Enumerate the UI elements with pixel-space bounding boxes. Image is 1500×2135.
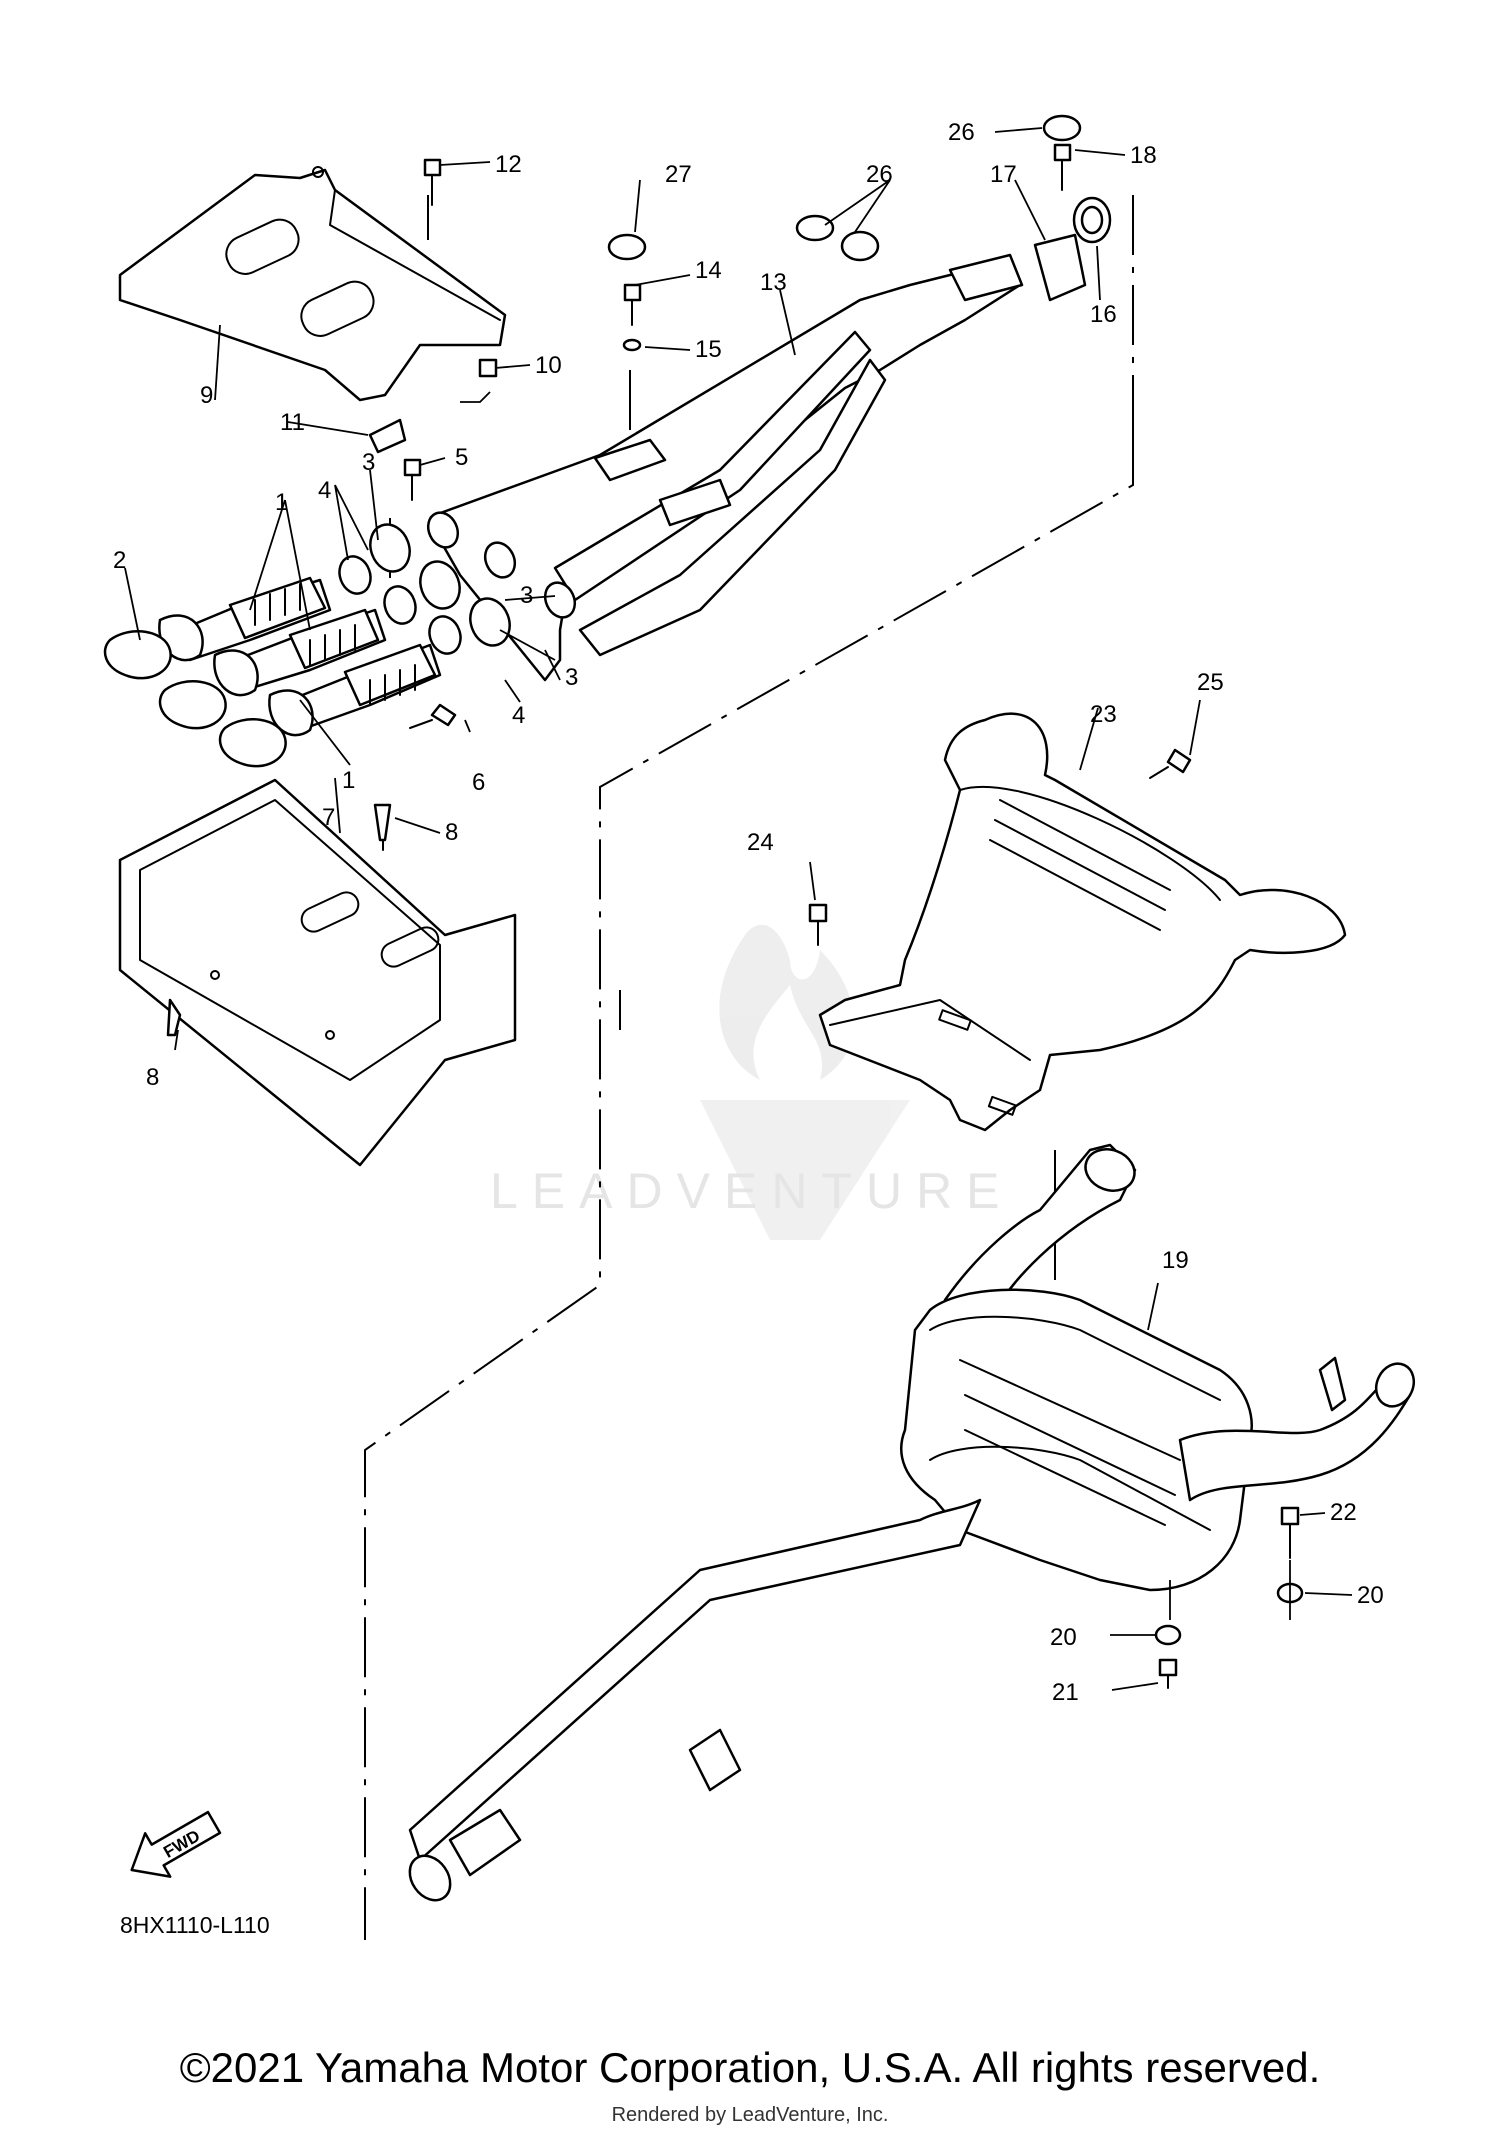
callout-27: 27 <box>665 161 692 188</box>
grommets-and-seals <box>607 114 1112 302</box>
muffler <box>408 1143 1416 1902</box>
clamps-and-rings <box>338 523 511 655</box>
leader-lines <box>124 127 1353 1691</box>
fwd-arrow-icon: FWD <box>130 1810 222 1878</box>
muffler-heat-shield <box>818 712 1347 1132</box>
callout-15: 15 <box>695 336 722 363</box>
callout-3-b: 3 <box>520 582 533 609</box>
diagram-code: 8HX1110-L110 <box>120 1912 270 1938</box>
callout-9: 9 <box>200 382 213 409</box>
callout-numbers: 1 1 2 3 3 3 4 4 5 6 7 8 8 9 10 11 12 13 … <box>113 119 1384 1706</box>
front-exhaust-pipe <box>426 253 1024 682</box>
callout-14: 14 <box>695 257 722 284</box>
callout-1-upper: 1 <box>275 489 288 516</box>
callout-16: 16 <box>1090 301 1117 328</box>
callout-25: 25 <box>1197 669 1224 696</box>
callout-7: 7 <box>322 804 335 831</box>
callout-24: 24 <box>747 829 774 856</box>
callout-23: 23 <box>1090 701 1117 728</box>
copyright-notice: ©2021 Yamaha Motor Corporation, U.S.A. A… <box>179 2044 1321 2091</box>
callout-8-b: 8 <box>146 1064 159 1091</box>
heat-shield-lower <box>118 778 517 1167</box>
callout-4-a: 4 <box>318 477 331 504</box>
leadventure-watermark: LEADVENTURE <box>490 924 1014 1240</box>
heat-shield-upper <box>118 166 507 402</box>
callout-26-a: 26 <box>948 119 975 146</box>
callout-17: 17 <box>990 161 1017 188</box>
callout-18: 18 <box>1130 142 1157 169</box>
callout-20-a: 20 <box>1050 1624 1077 1651</box>
callout-6: 6 <box>472 769 485 796</box>
callout-10: 10 <box>535 352 562 379</box>
callout-4-b: 4 <box>512 702 525 729</box>
callout-3-c: 3 <box>565 664 578 691</box>
watermark-text: LEADVENTURE <box>490 1163 1014 1219</box>
callout-1-lower: 1 <box>342 767 355 794</box>
callout-21: 21 <box>1052 1679 1079 1706</box>
callout-13: 13 <box>760 269 787 296</box>
callout-12: 12 <box>495 151 522 178</box>
callout-8-a: 8 <box>445 819 458 846</box>
callout-3-a: 3 <box>362 449 375 476</box>
callout-26-b: 26 <box>866 161 893 188</box>
gaskets <box>103 630 287 768</box>
rendered-by-note: Rendered by LeadVenture, Inc. <box>611 2104 889 2126</box>
callout-2: 2 <box>113 547 126 574</box>
callout-11: 11 <box>280 409 305 436</box>
callout-20-b: 20 <box>1357 1582 1384 1609</box>
fasteners <box>166 143 1304 1689</box>
callout-5: 5 <box>455 444 468 471</box>
exhaust-parts-diagram: LEADVENTURE <box>103 114 1416 1940</box>
callout-22: 22 <box>1330 1499 1357 1526</box>
callout-19: 19 <box>1162 1247 1189 1274</box>
